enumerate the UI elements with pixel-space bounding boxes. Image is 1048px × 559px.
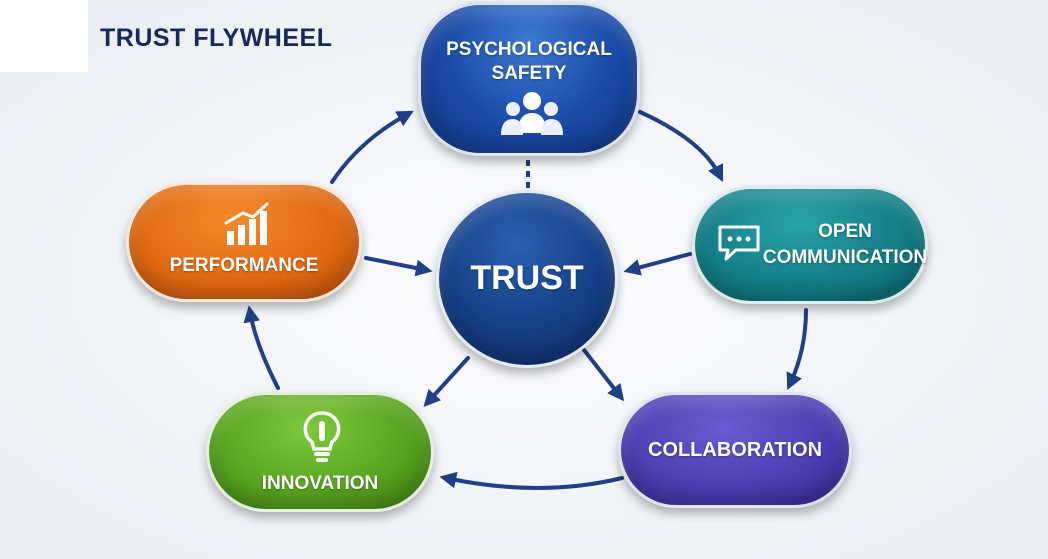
arrow-psych-to-open bbox=[638, 110, 724, 183]
node-psychological-safety-label: PSYCHOLOGICAL SAFETY bbox=[446, 39, 612, 84]
node-collaboration-label: COLLABORATION bbox=[647, 439, 823, 461]
trust-center-label: TRUST bbox=[470, 259, 584, 297]
arrow-innov-to-perf bbox=[243, 305, 280, 390]
arrow-perf-to-psych bbox=[330, 110, 414, 184]
node-open-communication-label: OPEN COMMUNICATION bbox=[762, 221, 928, 268]
corner-patch bbox=[0, 0, 88, 72]
arrow-trust-to-collab bbox=[582, 348, 625, 402]
arrow-open-to-collab bbox=[786, 308, 808, 391]
people-group-icon bbox=[499, 89, 565, 137]
node-innovation-label: INNOVATION bbox=[261, 473, 379, 494]
node-open-communication: OPEN COMMUNICATION bbox=[692, 186, 928, 304]
node-psychological-safety: PSYCHOLOGICAL SAFETY bbox=[418, 2, 640, 156]
diagram-title: TRUST FLYWHEEL bbox=[100, 24, 333, 52]
arrow-trust-to-innov bbox=[423, 356, 470, 407]
arrow-open-to-trust bbox=[623, 252, 692, 276]
node-trust-center: TRUST bbox=[436, 190, 618, 368]
node-innovation: INNOVATION bbox=[206, 392, 434, 512]
chat-bubble-icon bbox=[717, 223, 761, 263]
bar-chart-icon bbox=[223, 201, 271, 247]
node-performance: PERFORMANCE bbox=[126, 182, 362, 302]
arrow-collab-to-innov bbox=[439, 471, 624, 490]
arrow-perf-to-trust bbox=[364, 256, 433, 277]
node-collaboration: COLLABORATION bbox=[618, 392, 852, 508]
node-performance-label: PERFORMANCE bbox=[169, 255, 319, 276]
lightbulb-icon bbox=[299, 409, 345, 465]
